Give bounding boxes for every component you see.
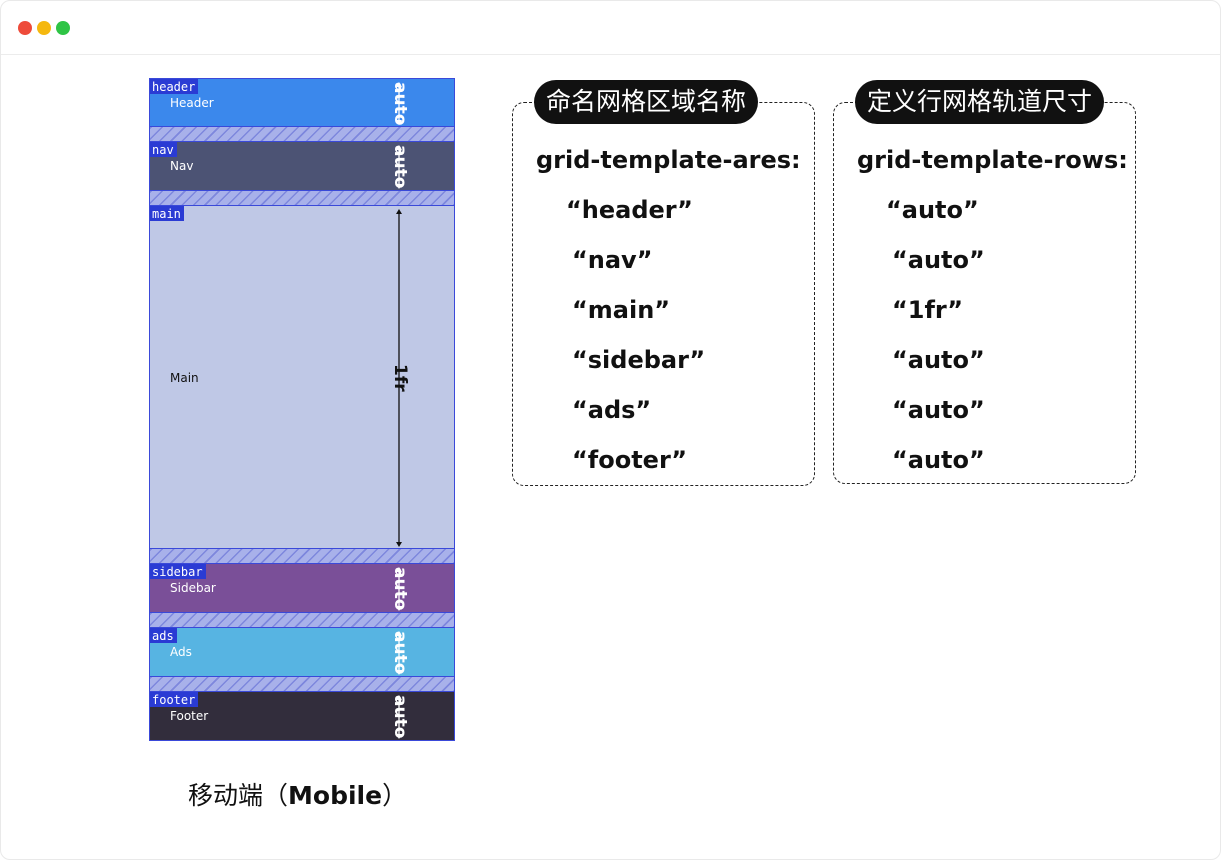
area-name-tag: nav [150, 142, 177, 157]
code-value-line: “1fr” [892, 296, 963, 324]
row-gap [149, 677, 455, 691]
code-value-line: “auto” [892, 346, 985, 374]
row-size-indicator: auto [390, 564, 420, 614]
maximize-window-icon[interactable] [56, 21, 70, 35]
row-size-label: auto [390, 81, 410, 126]
row-size-indicator: auto [390, 692, 420, 742]
row-size-indicator: 1fr [390, 206, 420, 550]
title-bar [1, 1, 1220, 55]
double-arrow-icon [396, 695, 402, 739]
areas-property: grid-template-ares: [536, 146, 801, 174]
caption-en: Mobile [288, 781, 383, 810]
area-name-tag: sidebar [150, 564, 206, 579]
close-window-icon[interactable] [18, 21, 32, 35]
double-arrow-icon [396, 209, 402, 547]
minimize-window-icon[interactable] [37, 21, 51, 35]
row-size-label: auto [390, 695, 410, 739]
rows-panel-title: 定义行网格轨道尺寸 [855, 80, 1105, 124]
area-label: Main [170, 371, 199, 385]
code-value-line: “header” [566, 196, 693, 224]
double-arrow-icon [396, 145, 402, 189]
area-label: Footer [170, 709, 209, 723]
area-label: Header [170, 96, 214, 110]
double-arrow-icon [396, 631, 402, 675]
row-gap [149, 127, 455, 141]
area-name-tag: ads [150, 628, 177, 643]
row-size-indicator: auto [390, 628, 420, 678]
row-gap [149, 191, 455, 205]
area-label: Nav [170, 159, 194, 173]
code-value-line: “nav” [572, 246, 653, 274]
row-gap [149, 549, 455, 563]
area-label: Ads [170, 645, 192, 659]
area-name-tag: footer [150, 692, 199, 707]
code-value-line: “auto” [892, 446, 985, 474]
double-arrow-icon [396, 82, 402, 125]
row-gap [149, 613, 455, 627]
row-size-label: auto [390, 631, 410, 675]
area-label: Sidebar [170, 581, 216, 595]
caption-zh: 移动端（ [188, 781, 289, 810]
code-value-line: “auto” [886, 196, 979, 224]
row-size-label: auto [390, 567, 410, 611]
row-size-label: 1fr [390, 364, 410, 392]
area-name-tag: main [150, 206, 184, 221]
double-arrow-icon [396, 567, 402, 611]
row-size-indicator: auto [390, 79, 420, 128]
row-size-label: auto [390, 145, 410, 189]
areas-panel-title: 命名网格区域名称 [534, 80, 759, 124]
row-size-indicator: auto [390, 142, 420, 192]
code-value-line: “main” [572, 296, 671, 324]
code-value-line: “auto” [892, 246, 985, 274]
rows-property: grid-template-rows: [857, 146, 1128, 174]
code-value-line: “ads” [572, 396, 652, 424]
code-value-line: “auto” [892, 396, 985, 424]
caption-close: ） [382, 781, 408, 810]
code-value-line: “footer” [572, 446, 687, 474]
area-name-tag: header [150, 79, 199, 94]
code-value-line: “sidebar” [572, 346, 706, 374]
mobile-caption: 移动端（Mobile） [188, 776, 407, 812]
